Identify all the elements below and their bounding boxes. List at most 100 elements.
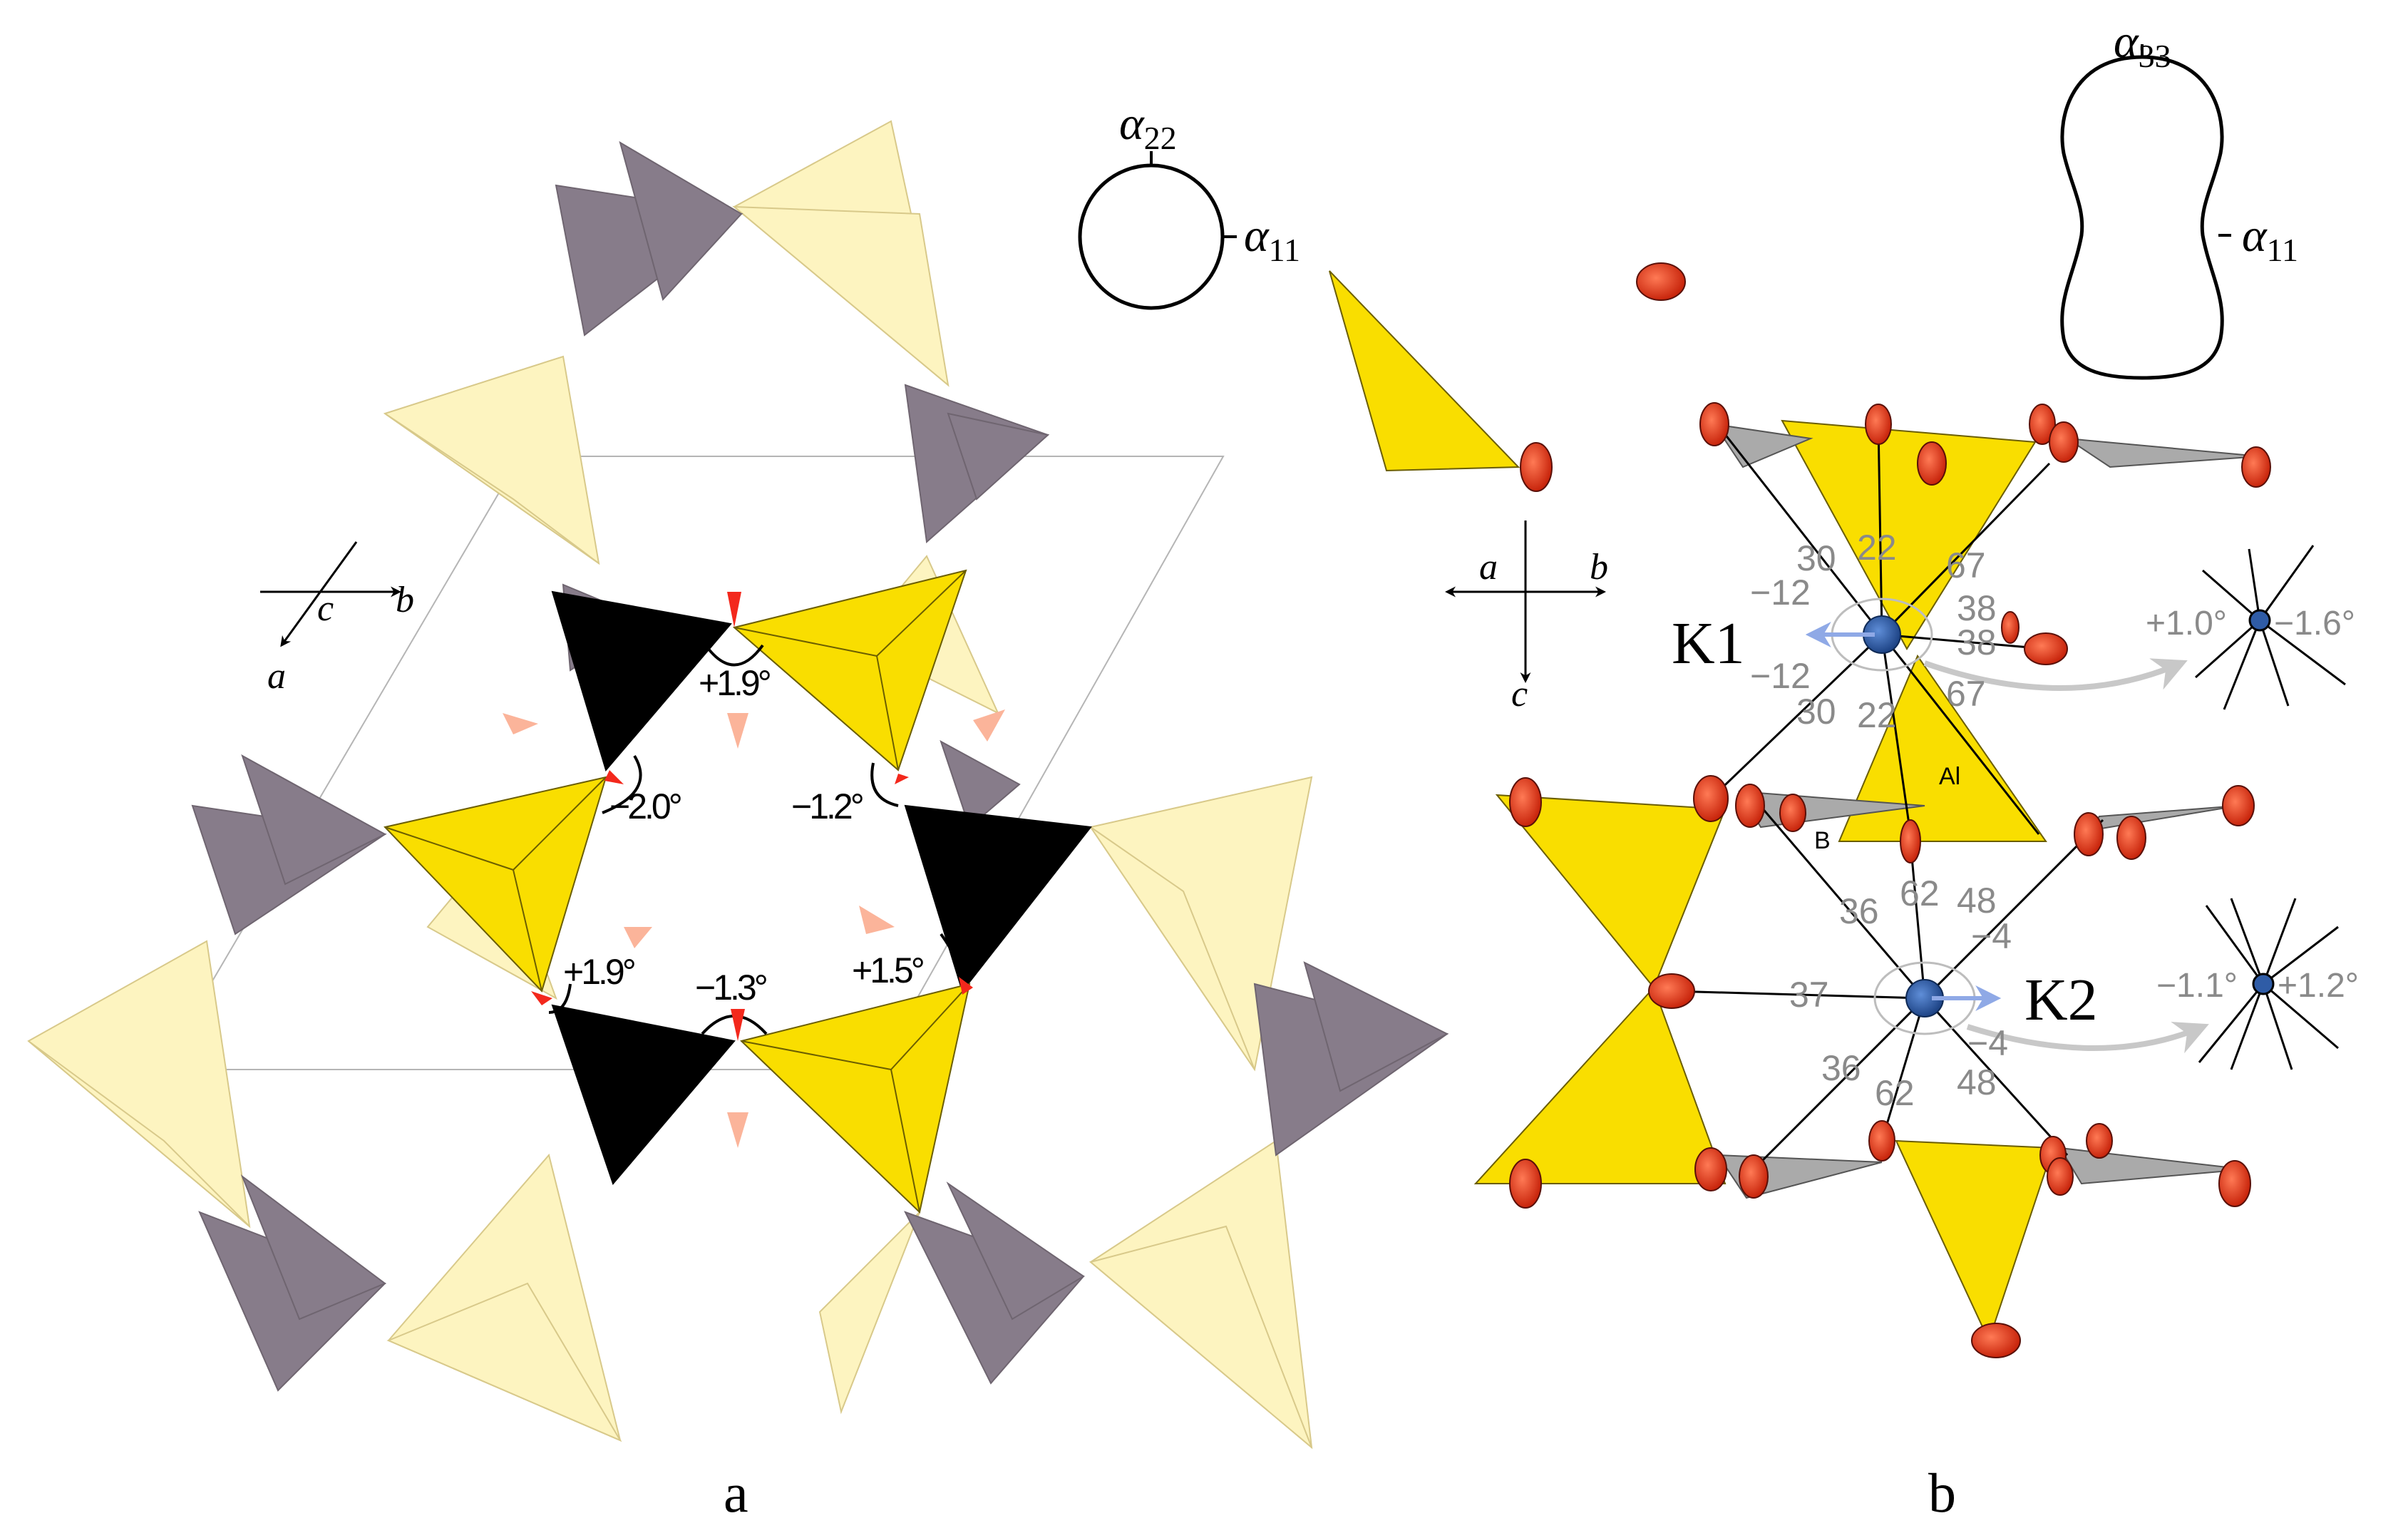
gray-tetrahedron (2067, 438, 2260, 468)
red-arrow (531, 991, 552, 1005)
polarizability-peanut: α33 α11 (2060, 16, 2298, 380)
red-arrows (531, 592, 973, 1041)
yellow-tetrahedron (740, 983, 971, 1214)
gray-tetrahedron (1712, 423, 1813, 468)
tetrahedron-edge (876, 570, 967, 657)
oxygen-atom (1694, 1147, 1727, 1191)
bond-number: 48 (1957, 1062, 1997, 1102)
oxygen-atom (2222, 785, 2255, 826)
gray-tetrahedron (2059, 1147, 2246, 1185)
bond-number: −12 (1750, 656, 1811, 696)
oxygen-atom (2049, 421, 2079, 463)
k1-site (1805, 598, 2188, 691)
oxygen-atom (2116, 816, 2146, 860)
k2-inset (2198, 898, 2339, 1070)
angle-arc (704, 644, 764, 667)
k2-angle-right: +1.2° (2278, 967, 2359, 1005)
light-tetrahedron (818, 1211, 920, 1415)
angle-arcs (548, 644, 967, 1035)
light-tetrahedron (732, 205, 950, 387)
yellow-polyhedron (1495, 794, 1727, 989)
oxygen-atom (1779, 794, 1806, 832)
b-yellow-polyhedra (1329, 270, 2054, 1343)
tetrahedron-edge (890, 983, 970, 1070)
oxygen-atom (1520, 442, 1553, 492)
alpha-22-label: α22 (1119, 98, 1177, 156)
polarizability-circle: α22 α11 (1078, 98, 1300, 310)
black-tetrahedron (904, 804, 1092, 993)
angle-label: −1.3° (695, 968, 766, 1008)
k1-numbers: 30 22 67 −12 38 38 −12 67 30 22 (1750, 528, 1997, 735)
oxygen-atom (1648, 973, 1695, 1009)
oxygen-atom (2029, 404, 2056, 445)
red-arrow (731, 1009, 745, 1041)
bond-number: −4 (1971, 916, 2012, 956)
black-tetrahedron (551, 590, 732, 772)
k2-label: K2 (2024, 967, 2098, 1033)
bond-number: 22 (1857, 695, 1897, 735)
angle-label: −1.2° (791, 786, 863, 826)
light-tetrahedron (1090, 826, 1255, 1070)
tetrahedron-edge (876, 655, 899, 771)
bond-number: 22 (1857, 528, 1897, 568)
panel-label-b: b (1928, 1462, 1956, 1524)
angle-arc (940, 933, 967, 985)
red-arrow (727, 592, 741, 627)
yellow-polyhedron (1838, 654, 2047, 842)
oxygen-atom (1699, 402, 1729, 446)
tetrahedron-edge (734, 627, 878, 657)
axis-label-c: c (317, 588, 334, 629)
al-label: Al (1939, 763, 1960, 790)
panel-label-a: a (724, 1462, 748, 1524)
axes-indicator-b: a b c (1445, 521, 1608, 714)
axis-label-b: b (396, 580, 414, 620)
k1-angle-right: −1.6° (2274, 605, 2355, 642)
panel-b-layer-view: a b c K1 K2 Al B 30 22 67 −12 38 38 −12 … (1329, 16, 2359, 1524)
k2-numbers: 36 62 48 −4 37 −4 36 62 48 (1789, 873, 2012, 1113)
panel-a-framework-view: +1.9° −2.0° −1.2° +1.9° −1.3° +1.5° c b … (27, 98, 1449, 1524)
yellow-tetrahedron (384, 776, 607, 993)
black-tetrahedra-group (551, 590, 1092, 1185)
oxygen-atom (2086, 1123, 2113, 1159)
yellow-polyhedron (1329, 270, 1521, 472)
tetrahedron-edge (741, 1040, 892, 1070)
axis-label-c: c (1511, 674, 1528, 714)
k1-label: K1 (1672, 610, 1745, 677)
alpha-11-label: α11 (2242, 210, 2298, 268)
oxygen-atom (2047, 1157, 2074, 1196)
bond-number: 67 (1946, 545, 1986, 585)
light-tetrahedron (386, 1282, 622, 1442)
light-tetrahedron (27, 940, 251, 1229)
salmon-arrow (859, 906, 895, 934)
oxygen-atom (2001, 611, 2019, 644)
oxygen-atom (2074, 812, 2104, 856)
salmon-arrow (727, 1112, 748, 1148)
alpha-33-label: α33 (2114, 16, 2171, 74)
bond-number: 36 (1821, 1048, 1861, 1088)
salmon-arrow (973, 709, 1005, 742)
angle-label: +1.5° (852, 950, 923, 990)
b-label: B (1814, 827, 1831, 854)
axis-label-a: a (267, 656, 286, 697)
oxygen-atom (1693, 775, 1729, 822)
red-arrow (604, 770, 624, 784)
gray-tetrahedron (2087, 805, 2239, 832)
light-tetrahedron (383, 355, 600, 565)
oxygen-atom (1971, 1323, 2021, 1358)
k2-site (1873, 961, 2209, 1054)
oxygen-atom (1868, 1120, 1895, 1162)
oxygen-atom (1509, 1159, 1542, 1209)
yellow-tetrahedra-group (384, 569, 971, 1214)
oxygen-atom (2024, 632, 2068, 665)
bond-number: 38 (1957, 622, 1997, 662)
yellow-tetrahedron (732, 569, 967, 771)
oxygen-atom (2218, 1160, 2251, 1207)
k-bonds (1671, 420, 2104, 1171)
axis-label-b: b (1590, 547, 1608, 588)
salmon-arrow (624, 927, 652, 948)
gray-tetrahedron (619, 140, 743, 302)
unit-cell-outline (159, 456, 1225, 1070)
salmon-arrows (503, 709, 1005, 1148)
tetrahedron-edge (513, 869, 542, 992)
